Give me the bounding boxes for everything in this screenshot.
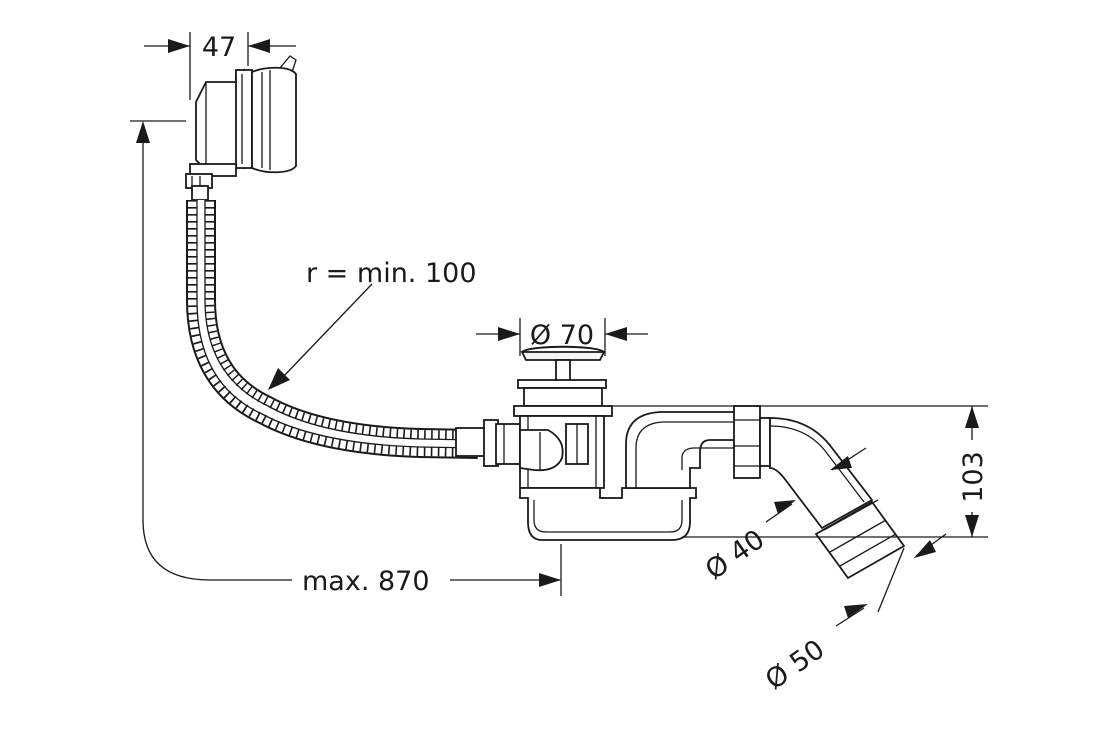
- trap-bowl: [519, 487, 697, 541]
- union-nut: [733, 405, 771, 479]
- drain-plug: [513, 345, 613, 417]
- dimension-plug-diameter-label: Ø 70: [530, 320, 594, 351]
- dimension-bend-radius-label: r = min. 100: [306, 258, 477, 289]
- dimension-outlet-large-label: Ø 50: [760, 634, 830, 696]
- dimension-47-label: 47: [202, 32, 236, 63]
- outlet-pipe: [769, 417, 906, 580]
- dimension-outlet-large: Ø 50: [760, 547, 905, 696]
- dimension-hose-length-label: max. 870: [302, 566, 430, 597]
- dimension-height-label: 103: [958, 451, 989, 503]
- dimension-hose-length: max. 870: [130, 120, 562, 597]
- hose-connector: [455, 419, 521, 467]
- dimension-47: 47: [144, 32, 296, 100]
- corrugated-hose: [186, 200, 479, 459]
- dimension-height: 103: [612, 405, 989, 538]
- drain-body: [519, 415, 605, 489]
- trap-riser: [625, 411, 739, 489]
- dimension-outlet-small-label: Ø 40: [700, 524, 770, 586]
- overflow-head: [185, 55, 297, 201]
- dimension-plug-diameter: Ø 70: [476, 318, 648, 356]
- dimension-bend-radius: r = min. 100: [268, 258, 477, 390]
